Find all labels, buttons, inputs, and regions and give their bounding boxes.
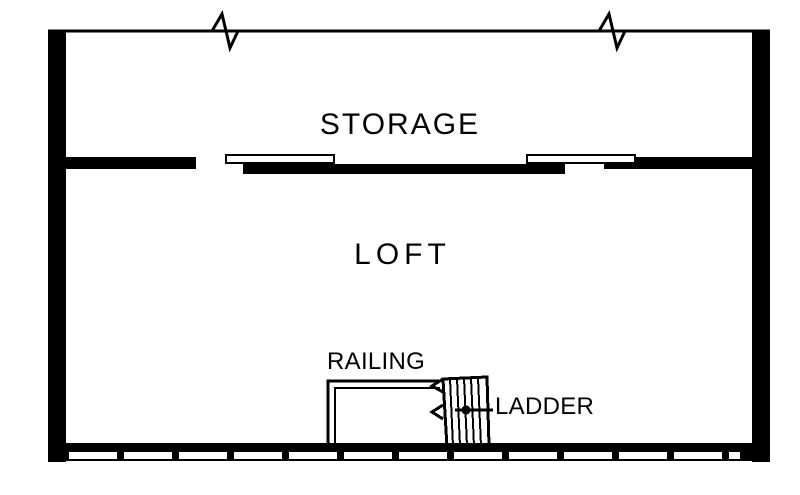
joist-tick [282,443,289,460]
joist-tick [392,443,399,460]
ladder-side-edge [429,377,444,421]
bottom-left-wall-return [48,443,64,460]
joist-tick [447,443,454,460]
joist-tick [337,443,344,460]
ladder-rung [470,377,475,447]
joist-tick [117,443,124,460]
joist-tick [557,443,564,460]
ladder-symbol [429,375,491,449]
left-exterior-wall [48,30,66,462]
room-label-loft: LOFT [354,238,451,271]
joist-tick [227,443,234,460]
storage-loft-partition [48,154,770,174]
room-label-storage: STORAGE [319,108,481,141]
break-lines-group [210,10,627,53]
joist-tick [172,443,179,460]
annotation-label-ladder: LADDER [495,393,595,420]
right-exterior-wall [752,30,770,462]
joist-tick [502,443,509,460]
bottom-wall-thick-line [48,443,770,452]
railing-inner-path [334,387,440,447]
opening-guard-right [526,154,636,164]
joist-tick [722,443,729,460]
exterior-walls [48,29,770,462]
leader-line-dot-icon [461,405,471,415]
railing-outline [326,379,440,447]
railing-outer-path [326,379,440,447]
break-line-right-icon [597,10,627,53]
joist-tick [62,443,69,460]
floor-joist-ticks [62,443,729,460]
joist-tick [667,443,674,460]
bottom-wall-band [48,443,770,461]
break-line-left-icon [210,10,240,53]
partition-wall-right [604,157,770,169]
opening-guard-left [225,154,335,164]
ladder-leader-line [455,405,493,415]
annotation-label-railing: RAILING [327,348,426,375]
joist-tick [612,443,619,460]
partition-wall-left [48,157,196,169]
ladder-rung [456,378,461,447]
bottom-right-wall-return [740,443,770,460]
ladder-rung [477,377,482,447]
center-beam [243,164,565,174]
ladder-rung [449,378,454,447]
